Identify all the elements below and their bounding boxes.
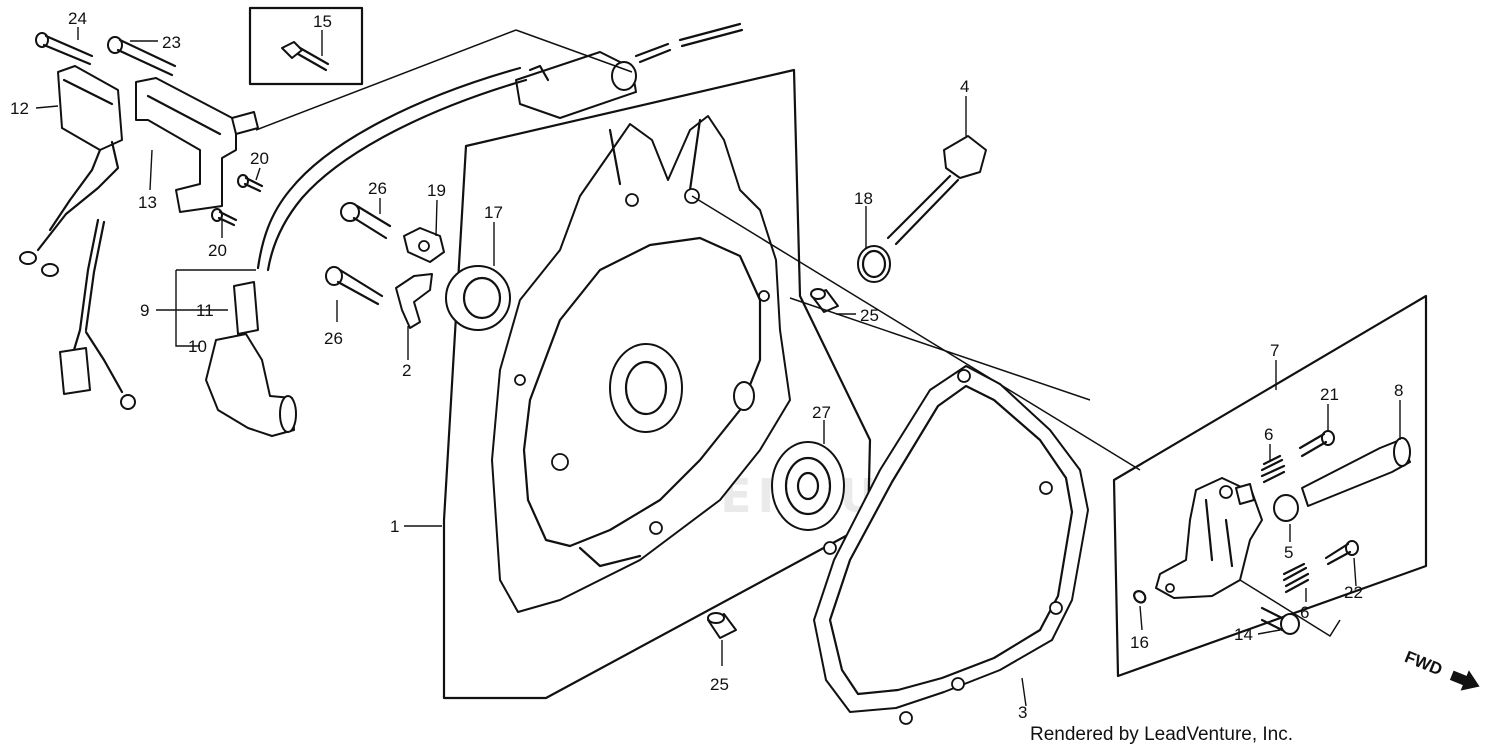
bearing-27 <box>771 441 845 531</box>
callout-15: 15 <box>313 12 332 31</box>
callout-23: 23 <box>162 33 181 52</box>
bolt-24 <box>35 32 94 66</box>
callout-14: 14 <box>1234 625 1253 644</box>
callout-25-upper: 25 <box>860 306 879 325</box>
callout-24: 24 <box>68 9 87 28</box>
callout-25-lower: 25 <box>710 675 729 694</box>
gasket-3 <box>813 365 1089 725</box>
reference-line-a <box>255 29 517 131</box>
bolt-26-lower <box>325 266 384 306</box>
callout-17: 17 <box>484 203 503 222</box>
reference-line-e <box>1239 579 1341 638</box>
oil-seal-17 <box>445 265 511 331</box>
callout-12: 12 <box>10 99 29 118</box>
bolt-15 <box>281 41 330 72</box>
dowel-pin-25-upper <box>810 288 839 313</box>
callout-26-lower: 26 <box>324 329 343 348</box>
reference-line-c <box>691 195 1141 471</box>
callout-27: 27 <box>812 403 831 422</box>
spring-6-upper <box>1260 454 1286 484</box>
screw-21 <box>1298 430 1335 458</box>
screw-22 <box>1324 540 1359 566</box>
callout-2: 2 <box>402 361 411 380</box>
bolt-23 <box>107 36 177 77</box>
callout-10: 10 <box>188 337 207 356</box>
callout-8: 8 <box>1394 381 1403 400</box>
callout-19: 19 <box>427 181 446 200</box>
leader-lines <box>35 27 1401 707</box>
bolt-26-upper <box>340 202 392 240</box>
callout-3: 3 <box>1018 703 1027 722</box>
governor-arm-assembly <box>1155 477 1263 599</box>
callout-16: 16 <box>1130 633 1149 652</box>
bracket-9 <box>175 269 256 347</box>
ignition-coil <box>256 22 744 272</box>
callout-6-lower: 6 <box>1300 603 1309 622</box>
callout-18: 18 <box>854 189 873 208</box>
clip-16 <box>1133 590 1147 604</box>
callout-13: 13 <box>138 193 157 212</box>
bolt-15-box <box>248 6 364 86</box>
callout-26-upper: 26 <box>368 179 387 198</box>
bolt-14 <box>1260 606 1300 635</box>
reference-line-b <box>515 29 633 73</box>
bracket-13 <box>135 77 259 213</box>
dipstick-4 <box>886 135 987 246</box>
callout-20-upper: 20 <box>250 149 269 168</box>
reference-line-d <box>789 297 1091 401</box>
fwd-label: FWD <box>1402 647 1445 679</box>
nut-5 <box>1273 494 1299 522</box>
screw-20-lower <box>211 208 238 227</box>
ignition-module-12 <box>19 65 136 410</box>
callout-6-upper: 6 <box>1264 425 1273 444</box>
callout-20-lower: 20 <box>208 241 227 260</box>
plug-cap-10 <box>205 281 297 437</box>
callout-4: 4 <box>960 77 969 96</box>
crankcase-cover <box>491 115 791 613</box>
dowel-pin-25-lower <box>707 612 737 639</box>
bracket-2 <box>395 273 433 329</box>
screw-20-upper <box>237 174 264 193</box>
callout-1: 1 <box>390 517 399 536</box>
forward-direction-indicator: FWD <box>1402 647 1480 691</box>
callout-5: 5 <box>1284 543 1293 562</box>
render-credit: Rendered by LeadVenture, Inc. <box>1030 724 1293 745</box>
spring-6-lower <box>1282 562 1310 594</box>
callout-22: 22 <box>1344 583 1363 602</box>
callout-9: 9 <box>140 301 149 320</box>
governor-shaft-8 <box>1301 437 1411 507</box>
callout-labels: 24 23 15 12 20 13 20 26 19 17 4 18 9 11 … <box>10 9 1403 722</box>
callout-11: 11 <box>196 301 214 320</box>
clamp-19 <box>403 227 445 263</box>
callout-7: 7 <box>1270 341 1279 360</box>
callout-21: 21 <box>1320 385 1339 404</box>
governor-box-7 <box>1112 294 1428 678</box>
fwd-arrow-icon <box>1449 670 1480 691</box>
